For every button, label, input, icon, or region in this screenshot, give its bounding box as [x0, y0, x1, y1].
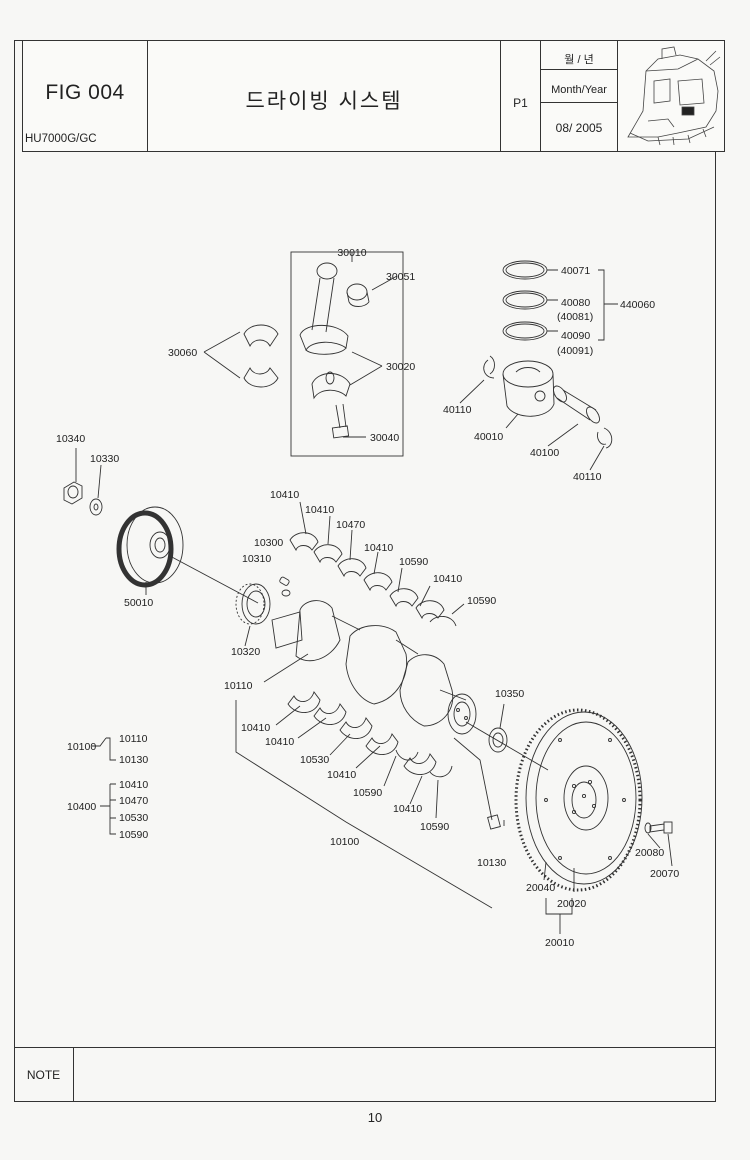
label-10470: 10470 — [336, 519, 365, 531]
legend-group1-child-2: 10130 — [119, 754, 148, 766]
crankshaft — [271, 600, 477, 735]
label-10300: 10300 — [254, 537, 283, 549]
combine-harvester-illustration — [627, 46, 721, 146]
legend-group2-child-1: 10410 — [119, 779, 148, 791]
date-label-ko: 월 / 년 — [564, 54, 594, 66]
label-440060: 440060 — [620, 299, 655, 311]
label-30020: 30020 — [386, 361, 415, 373]
connecting-rod — [299, 262, 349, 355]
page-code: P1 — [513, 96, 528, 110]
header-table: FIG 004 HU7000G/GC 드라이빙 시스템 P1 월 / 년 Mon… — [22, 40, 725, 152]
legend-group2-child-4: 10590 — [119, 829, 148, 841]
title-cell: 드라이빙 시스템 — [148, 41, 501, 151]
label-40091: (40091) — [557, 345, 593, 357]
label-10320: 10320 — [231, 646, 260, 658]
label-10330: 10330 — [90, 453, 119, 465]
legend-group2-parent: 10400 — [67, 801, 96, 813]
label-30060: 30060 — [168, 347, 197, 359]
label-20010: 20010 — [545, 937, 574, 949]
machine-illustration-cell — [618, 41, 724, 151]
label-40100: 40100 — [530, 447, 559, 459]
label-40110-left: 40110 — [443, 404, 472, 416]
label-40080: 40080 — [561, 297, 590, 309]
label-20080: 20080 — [635, 847, 664, 859]
pin-10130 — [487, 814, 501, 830]
date-value: 08/ 2005 — [555, 121, 603, 135]
label-50010: 50010 — [124, 597, 153, 609]
page-number: 10 — [367, 1110, 383, 1125]
conrod-bearing-upper — [243, 324, 279, 348]
flywheel-bolt — [644, 821, 673, 834]
label-10100: 10100 — [330, 836, 359, 848]
legend-group1-parent: 10100 — [67, 741, 96, 753]
label-40081: (40081) — [557, 311, 593, 323]
note-label: NOTE — [14, 1048, 74, 1102]
rod-bolt — [331, 403, 350, 439]
label-20020: 20020 — [557, 898, 586, 910]
pulley-nut — [63, 481, 83, 505]
label-10130: 10130 — [477, 857, 506, 869]
label-10590-b: 10590 — [467, 595, 496, 607]
label-10590-d: 10590 — [420, 821, 449, 833]
label-10410-f: 10410 — [265, 736, 294, 748]
pin-10300 — [281, 589, 291, 597]
main-bearings-lower — [287, 691, 453, 778]
label-10410-h: 10410 — [393, 803, 422, 815]
circlip-left — [483, 355, 495, 379]
pulley-washer — [89, 498, 103, 516]
label-10590-c: 10590 — [353, 787, 382, 799]
piston-pin — [553, 385, 600, 424]
label-10410-b: 10410 — [305, 504, 334, 516]
label-40110-right: 40110 — [573, 471, 602, 483]
label-30010: 30010 — [337, 247, 366, 259]
label-10340: 10340 — [56, 433, 85, 445]
rod-cap — [311, 371, 351, 400]
piston-ring-second — [502, 290, 548, 310]
label-10310: 10310 — [242, 553, 271, 565]
label-10350: 10350 — [495, 688, 524, 700]
label-10410-c: 10410 — [364, 542, 393, 554]
label-10110: 10110 — [224, 680, 253, 692]
small-end-bushing — [346, 283, 370, 307]
label-40090: 40090 — [561, 330, 590, 342]
flywheel — [514, 708, 643, 892]
legend-group2-child-3: 10530 — [119, 812, 148, 824]
label-10530: 10530 — [300, 754, 329, 766]
legend-group2-child-2: 10470 — [119, 795, 148, 807]
timing-gear — [235, 583, 271, 625]
page-cell: P1 — [501, 41, 541, 151]
conrod-group-box — [290, 251, 404, 457]
fig-cell: FIG 004 HU7000G/GC — [23, 41, 148, 151]
piston-ring-top-inner — [505, 262, 545, 278]
page-title: 드라이빙 시스템 — [245, 90, 403, 113]
fig-number: FIG 004 — [45, 81, 125, 104]
label-10410-g: 10410 — [327, 769, 356, 781]
label-20040: 20040 — [526, 882, 555, 894]
label-10410-d: 10410 — [433, 573, 462, 585]
label-10410-a: 10410 — [270, 489, 299, 501]
piston — [502, 360, 555, 417]
oil-seal — [488, 727, 508, 753]
piston-ring-top — [502, 260, 548, 280]
label-30040: 30040 — [370, 432, 399, 444]
label-20070: 20070 — [650, 868, 679, 880]
date-cell: 월 / 년 Month/Year 08/ 2005 — [541, 41, 618, 151]
oil-ring — [502, 321, 548, 341]
conrod-bearing-lower — [243, 367, 279, 388]
key-10310 — [279, 576, 290, 586]
label-40010: 40010 — [474, 431, 503, 443]
label-10410-e: 10410 — [241, 722, 270, 734]
main-bearings-upper — [289, 532, 457, 627]
model-name: HU7000G/GC — [25, 133, 97, 145]
crank-pulley — [116, 506, 184, 588]
legend-group1-child-1: 10110 — [119, 733, 148, 745]
label-30051: 30051 — [386, 271, 415, 283]
date-label-en: Month/Year — [541, 69, 617, 103]
label-10590-a: 10590 — [399, 556, 428, 568]
circlip-right — [597, 427, 613, 449]
note-box: NOTE — [14, 1047, 716, 1102]
label-40071: 40071 — [561, 265, 590, 277]
